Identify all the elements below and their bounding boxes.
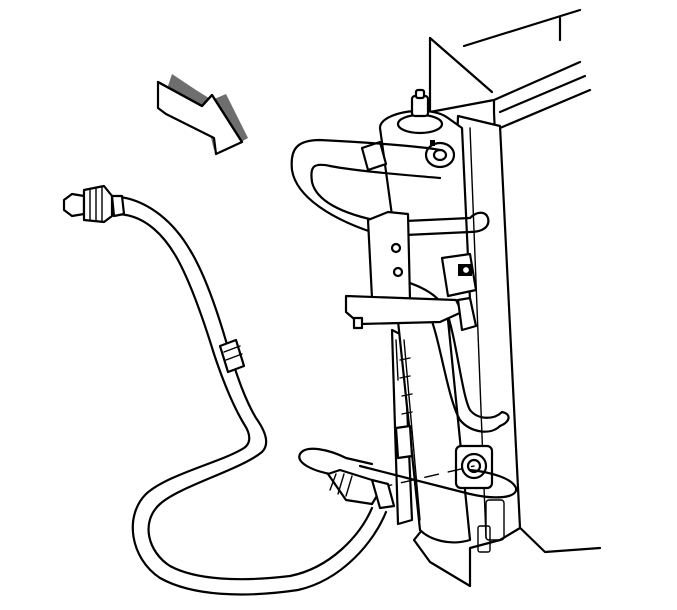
refrigerant-hose bbox=[110, 194, 388, 596]
hose-crimp-sleeve bbox=[218, 338, 246, 374]
installation-guide-line bbox=[358, 464, 518, 499]
mounting-bracket bbox=[344, 210, 478, 332]
hose-end-fitting bbox=[62, 184, 396, 510]
view-direction-arrow bbox=[156, 74, 248, 156]
